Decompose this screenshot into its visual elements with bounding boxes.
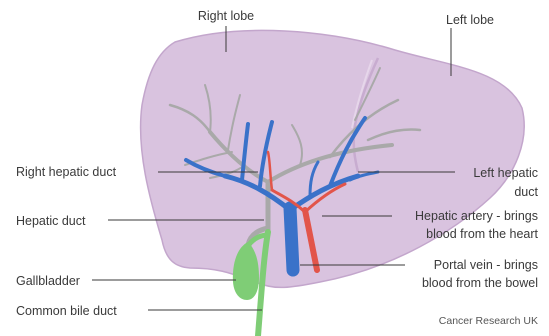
label-left-hepatic-duct-2: duct (514, 185, 538, 199)
label-left-lobe: Left lobe (446, 13, 494, 27)
label-right-lobe: Right lobe (198, 9, 254, 23)
label-common-bile-duct: Common bile duct (16, 304, 117, 318)
portal-vein (290, 208, 293, 270)
label-hepatic-artery-1: Hepatic artery - brings (415, 209, 538, 223)
label-gallbladder: Gallbladder (16, 274, 80, 288)
label-portal-vein-1: Portal vein - brings (434, 258, 538, 272)
label-hepatic-artery-2: blood from the heart (426, 227, 538, 241)
liver-shape (141, 30, 525, 287)
label-left-hepatic-duct-1: Left hepatic (473, 166, 538, 180)
label-hepatic-duct: Hepatic duct (16, 214, 86, 228)
label-portal-vein-2: blood from the bowel (422, 276, 538, 290)
label-right-hepatic-duct: Right hepatic duct (16, 165, 117, 179)
credit-text: Cancer Research UK (439, 315, 538, 327)
